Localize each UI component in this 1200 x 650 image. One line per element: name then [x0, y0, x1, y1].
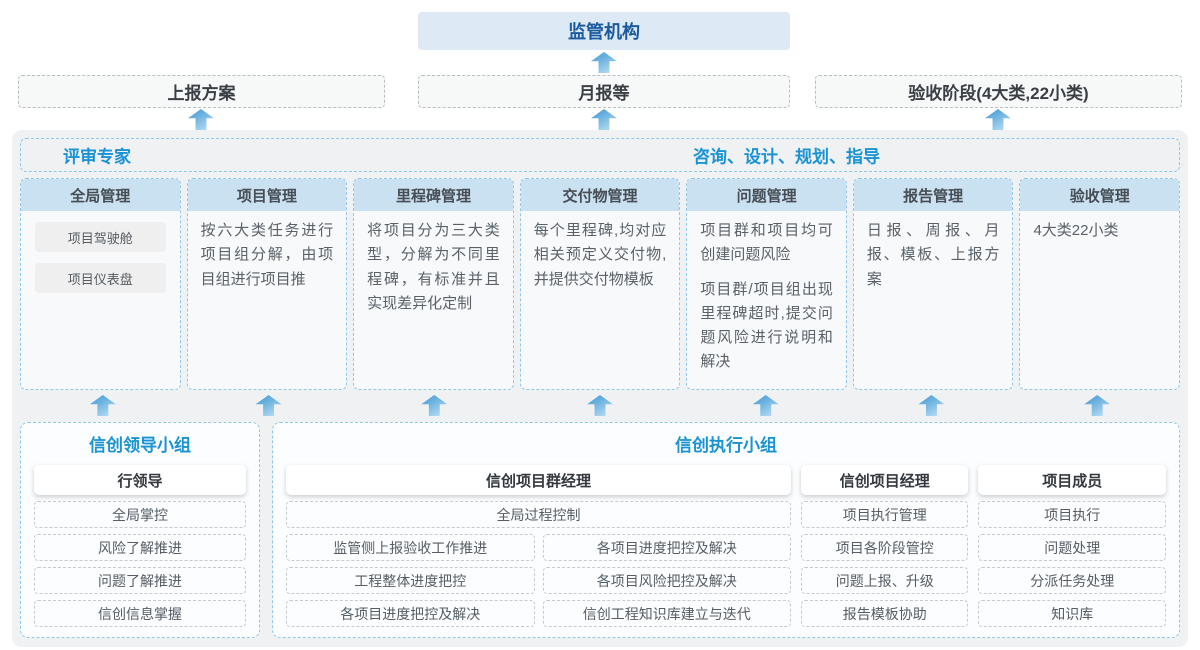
teams-row: 信创领导小组 行领导 全局掌控 风险了解推进 问题了解推进 信创信息掌握 信创执…: [20, 422, 1180, 638]
up-arrow-icon: [255, 395, 282, 416]
column-description: 将项目分为三大类型，分解为不同里程碑，有标准并且实现差异化定制: [367, 222, 500, 312]
task-item: 风险了解推进: [34, 534, 246, 561]
task-item: 问题了解推进: [34, 567, 246, 594]
column-description: 每个里程碑,均对应相关预定义交付物,并提供交付物模板: [533, 222, 667, 288]
up-arrow-icon: [188, 109, 214, 130]
up-arrow-icon: [89, 395, 116, 416]
description-paragraph: 项目群和项目均可创建问题风险: [700, 222, 833, 264]
task-item: 项目各阶段管控: [801, 534, 969, 561]
role-project-manager: 信创项目经理: [801, 465, 969, 495]
column-description: 按六大类任务进行项目组分解，由项目组进行项目推: [200, 222, 334, 288]
task-item: 信创工程知识库建立与迭代: [542, 600, 791, 627]
column-title: 问题管理: [687, 179, 846, 211]
task-item: 各项目风险把控及解决: [542, 567, 791, 594]
task-item: 监管侧上报验收工作推进: [286, 534, 535, 561]
task-item: 信创信息掌握: [34, 600, 246, 627]
up-arrow-icon: [591, 52, 617, 73]
task-item: 全局掌控: [34, 501, 246, 528]
column-title: 全局管理: [21, 179, 180, 211]
leadership-group: 信创领导小组 行领导 全局掌控 风险了解推进 问题了解推进 信创信息掌握: [20, 422, 260, 638]
program-manager-tasks: 全局过程控制 监管侧上报验收工作推进 各项目进度把控及解决 工程整体进度把控 各…: [286, 495, 791, 627]
consulting-label: 咨询、设计、规划、指导: [693, 147, 880, 167]
up-arrow-icon: [985, 109, 1011, 130]
review-experts-label: 评审专家: [63, 147, 131, 167]
platform-container: 评审专家 咨询、设计、规划、指导 全局管理 项目驾驶舱 项目仪表盘 项目管理 按…: [12, 130, 1188, 647]
task-item: 分派任务处理: [978, 567, 1166, 594]
column-title: 项目管理: [187, 179, 347, 211]
column-report-management: 报告管理 日报、周报、月报、模板、上报方案: [852, 178, 1014, 390]
advisor-header-bar: 评审专家 咨询、设计、规划、指导: [20, 138, 1180, 172]
column-description: 日报、周报、月报、模板、上报方案: [866, 222, 1000, 288]
description-paragraph: 项目群/项目组出现里程碑超时,提交问题风险进行说明和解决: [700, 280, 833, 371]
task-item: 项目执行: [978, 501, 1166, 528]
column-deliverable-management: 交付物管理 每个里程碑,均对应相关预定义交付物,并提供交付物模板: [519, 178, 681, 390]
pill-project-dashboard: 项目仪表盘: [35, 263, 166, 293]
execution-roles-row: 信创项目群经理 全局过程控制 监管侧上报验收工作推进 各项目进度把控及解决 工程…: [286, 465, 1166, 627]
task-item: 问题处理: [978, 534, 1166, 561]
task-item: 全局过程控制: [286, 501, 791, 528]
task-item: 知识库: [978, 600, 1166, 627]
report-box-plan: 上报方案: [18, 75, 385, 108]
column-acceptance-management: 验收管理 4大类22小类: [1019, 178, 1181, 390]
project-manager-section: 信创项目经理 项目执行管理 项目各阶段管控 问题上报、升级 报告模板协助: [801, 465, 969, 627]
up-arrow-icon: [421, 395, 448, 416]
column-title: 里程碑管理: [354, 179, 513, 211]
project-member-section: 项目成员 项目执行 问题处理 分派任务处理 知识库: [978, 465, 1166, 627]
task-item: 各项目进度把控及解决: [542, 534, 791, 561]
group-title: 信创执行小组: [675, 436, 777, 455]
task-item: 各项目进度把控及解决: [286, 600, 535, 627]
pill-project-cockpit: 项目驾驶舱: [35, 222, 166, 252]
role-bank-leaders: 行领导: [34, 465, 246, 495]
column-milestone-management: 里程碑管理 将项目分为三大类型，分解为不同里程碑，有标准并且实现差异化定制: [353, 178, 514, 390]
up-arrow-icon: [591, 109, 617, 130]
column-global-management: 全局管理 项目驾驶舱 项目仪表盘: [20, 178, 181, 390]
column-title: 验收管理: [1020, 179, 1180, 211]
execution-group: 信创执行小组 信创项目群经理 全局过程控制 监管侧上报验收工作推进 各项目进度把…: [272, 422, 1180, 638]
column-description: 4大类22小类: [1033, 222, 1119, 239]
role-project-member: 项目成员: [978, 465, 1166, 495]
role-program-manager: 信创项目群经理: [286, 465, 791, 495]
management-columns: 全局管理 项目驾驶舱 项目仪表盘 项目管理 按六大类任务进行项目组分解，由项目组…: [20, 178, 1181, 390]
up-arrow-icon: [1084, 395, 1111, 416]
group-title: 信创领导小组: [89, 436, 191, 455]
task-item: 问题上报、升级: [801, 567, 969, 594]
task-item: 报告模板协助: [801, 600, 969, 627]
column-title: 报告管理: [853, 179, 1013, 211]
column-project-management: 项目管理 按六大类任务进行项目组分解，由项目组进行项目推: [186, 178, 348, 390]
up-arrow-icon: [752, 395, 779, 416]
regulator-box: 监管机构: [418, 12, 790, 50]
column-issue-management: 问题管理 项目群和项目均可创建问题风险 项目群/项目组出现里程碑超时,提交问题风…: [686, 178, 847, 390]
up-arrow-icon: [587, 395, 614, 416]
task-item: 项目执行管理: [801, 501, 969, 528]
task-item: 工程整体进度把控: [286, 567, 535, 594]
column-title: 交付物管理: [520, 179, 680, 211]
column-description: 项目群和项目均可创建问题风险 项目群/项目组出现里程碑超时,提交问题风险进行说明…: [687, 211, 846, 375]
up-arrow-icon: [918, 395, 945, 416]
report-box-monthly: 月报等: [418, 75, 790, 108]
column-arrows-row: [20, 395, 1180, 416]
program-manager-section: 信创项目群经理 全局过程控制 监管侧上报验收工作推进 各项目进度把控及解决 工程…: [286, 465, 791, 627]
report-box-acceptance: 验收阶段(4大类,22小类): [815, 75, 1182, 108]
